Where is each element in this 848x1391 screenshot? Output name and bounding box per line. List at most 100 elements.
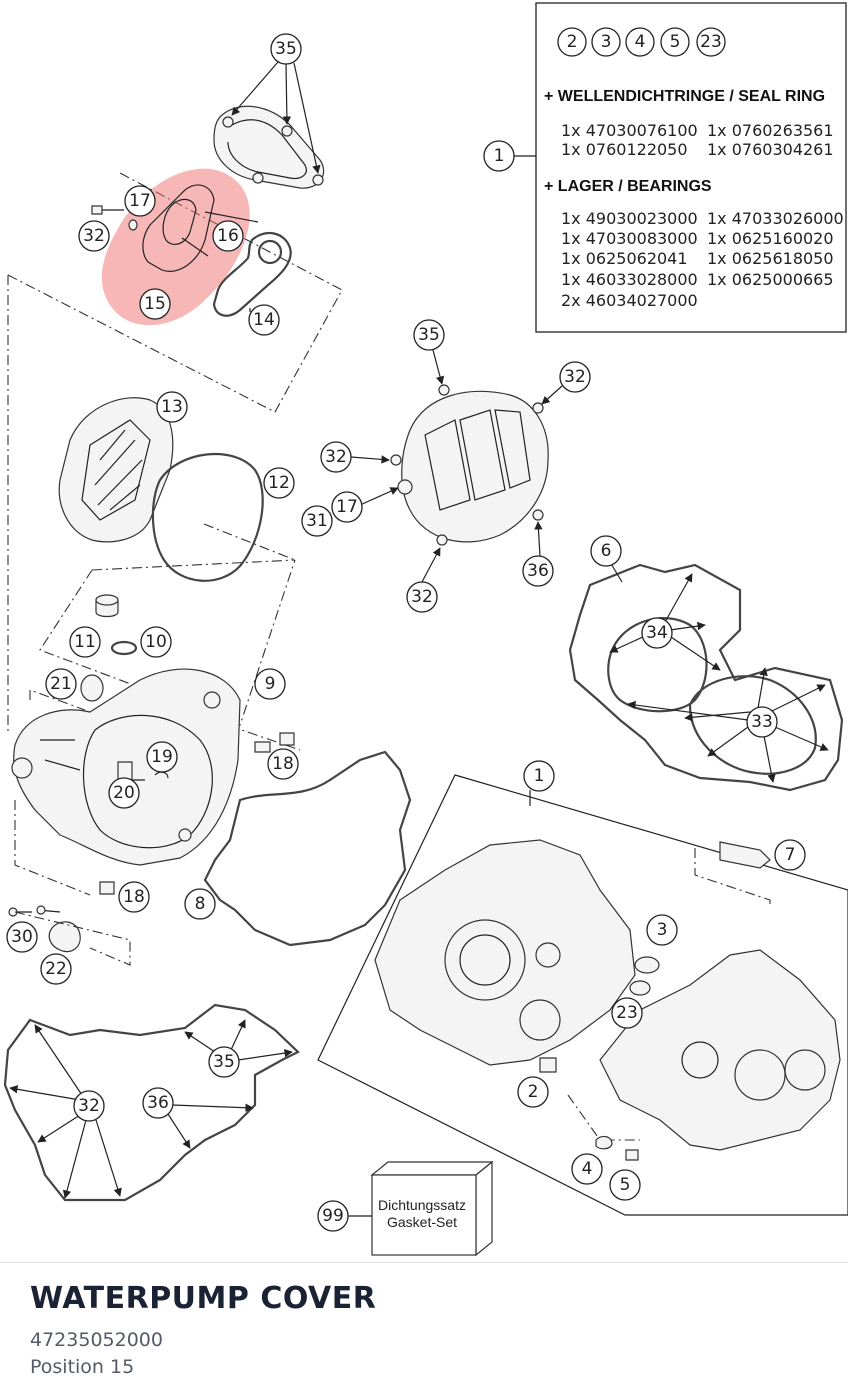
callout-32[interactable]: 32 [73, 1090, 105, 1122]
svg-text:32: 32 [83, 226, 105, 246]
bearing-3[interactable] [634, 956, 660, 974]
svg-text:31: 31 [306, 511, 328, 531]
svg-text:2: 2 [528, 1082, 539, 1102]
washer-4[interactable] [595, 1135, 613, 1150]
svg-text:6: 6 [601, 541, 612, 561]
kit-bubble[interactable]: 23 [696, 27, 726, 57]
callout-35[interactable]: 35 [270, 33, 302, 65]
svg-text:18: 18 [272, 754, 294, 774]
callout-32[interactable]: 32 [406, 581, 438, 613]
callout-12[interactable]: 12 [263, 467, 295, 499]
crankcase-gasket[interactable] [3, 1003, 300, 1202]
callout-15[interactable]: 15 [139, 288, 171, 320]
svg-text:32: 32 [564, 367, 586, 387]
ignition-cover[interactable] [390, 384, 549, 546]
dowel-18a[interactable] [254, 732, 295, 753]
exploded-parts-diagram: 2 3 4 5 23 + WELLENDICHTRINGE / SEAL RIN… [3, 2, 848, 1257]
bracket-7[interactable] [719, 841, 771, 869]
svg-text:17: 17 [129, 191, 151, 211]
seal-ring-heading: + WELLENDICHTRINGE / SEAL RING [544, 88, 825, 105]
svg-text:36: 36 [527, 561, 549, 581]
callout-31[interactable]: 31 [301, 505, 333, 537]
dowel-18b[interactable] [99, 881, 115, 895]
callout-35[interactable]: 35 [208, 1046, 240, 1078]
svg-text:1: 1 [494, 146, 505, 166]
callout-7[interactable]: 7 [774, 839, 806, 871]
callout-99[interactable]: 99 [317, 1200, 349, 1232]
callout-19[interactable]: 19 [146, 741, 178, 773]
seal-ring-item: 1x 0760263561 [707, 121, 834, 140]
callout-21[interactable]: 21 [45, 668, 77, 700]
callout-8[interactable]: 8 [184, 888, 216, 920]
callout-18[interactable]: 18 [118, 881, 150, 913]
svg-text:12: 12 [268, 473, 290, 493]
callout-3[interactable]: 3 [646, 914, 678, 946]
callout-32[interactable]: 32 [320, 441, 352, 473]
callout-5[interactable]: 5 [609, 1169, 641, 1201]
svg-text:3: 3 [657, 920, 668, 940]
callout-18[interactable]: 18 [267, 748, 299, 780]
svg-text:21: 21 [50, 674, 72, 694]
callout-32[interactable]: 32 [559, 361, 591, 393]
callout-16[interactable]: 16 [212, 220, 244, 252]
callout-1-kit[interactable]: 1 [483, 140, 515, 172]
bolt-32[interactable] [91, 205, 138, 231]
svg-text:33: 33 [751, 712, 773, 732]
shaft-seal-21[interactable] [80, 674, 104, 702]
callout-34[interactable]: 34 [641, 617, 673, 649]
svg-text:23: 23 [616, 1003, 638, 1023]
clutch-cover[interactable] [58, 397, 174, 543]
svg-text:1: 1 [534, 766, 545, 786]
part-info-panel: WATERPUMP COVER 47235052000 Position 15 [0, 1262, 848, 1391]
bearing-item: 1x 0625062041 [561, 249, 688, 268]
waterpump-outer-cover[interactable] [213, 105, 325, 189]
gasket-set-box[interactable]: Dichtungssatz Gasket-Set [370, 1160, 494, 1257]
screw-5[interactable] [625, 1149, 639, 1161]
callout-13[interactable]: 13 [156, 391, 188, 423]
ignition-gasket[interactable] [568, 563, 844, 792]
callout-20[interactable]: 20 [108, 777, 140, 809]
seal-23[interactable] [629, 980, 651, 996]
part-number: 47235052000 [30, 1329, 163, 1351]
callout-11[interactable]: 11 [69, 626, 101, 658]
callout-23[interactable]: 23 [611, 997, 643, 1029]
kit-bubble[interactable]: 2 [557, 27, 587, 57]
callout-36[interactable]: 36 [522, 555, 554, 587]
svg-text:14: 14 [253, 310, 275, 330]
oil-filler-plug[interactable] [95, 594, 119, 618]
callout-33[interactable]: 33 [746, 706, 778, 738]
seal-ring-item: 1x 47030076100 [561, 121, 698, 140]
dowel-2[interactable] [539, 1057, 557, 1073]
waterpump-gasket[interactable] [212, 231, 292, 317]
svg-text:99: 99 [322, 1206, 344, 1226]
bearing-item: 1x 0625160020 [707, 229, 834, 248]
callout-32[interactable]: 32 [78, 220, 110, 252]
callout-36[interactable]: 36 [142, 1087, 174, 1119]
cover-22[interactable] [48, 921, 81, 953]
bearing-item: 1x 47030083000 [561, 229, 698, 248]
o-ring-10[interactable] [110, 640, 138, 656]
callout-30[interactable]: 30 [6, 921, 38, 953]
callout-17[interactable]: 17 [331, 491, 363, 523]
svg-text:4: 4 [635, 32, 646, 52]
callout-22[interactable]: 22 [40, 953, 72, 985]
svg-text:5: 5 [670, 32, 681, 52]
callout-6[interactable]: 6 [590, 535, 622, 567]
callout-9[interactable]: 9 [254, 668, 286, 700]
clutch-cover-gasket-8[interactable] [203, 750, 412, 947]
screws-30[interactable] [8, 905, 61, 917]
callout-35[interactable]: 35 [413, 319, 445, 351]
callout-1[interactable]: 1 [523, 760, 555, 792]
callout-10[interactable]: 10 [140, 626, 172, 658]
callout-14[interactable]: 14 [248, 304, 280, 336]
callout-4[interactable]: 4 [571, 1153, 603, 1185]
kit-bubble[interactable]: 3 [591, 27, 621, 57]
clutch-cover-gasket[interactable] [151, 452, 264, 582]
crankcase-right[interactable] [599, 949, 841, 1151]
callout-2[interactable]: 2 [517, 1076, 549, 1108]
callout-17[interactable]: 17 [124, 185, 156, 217]
kit-bubble[interactable]: 5 [660, 27, 690, 57]
kit-bubble[interactable]: 4 [625, 27, 655, 57]
svg-text:15: 15 [144, 294, 166, 314]
crankcase-left[interactable] [374, 839, 636, 1066]
